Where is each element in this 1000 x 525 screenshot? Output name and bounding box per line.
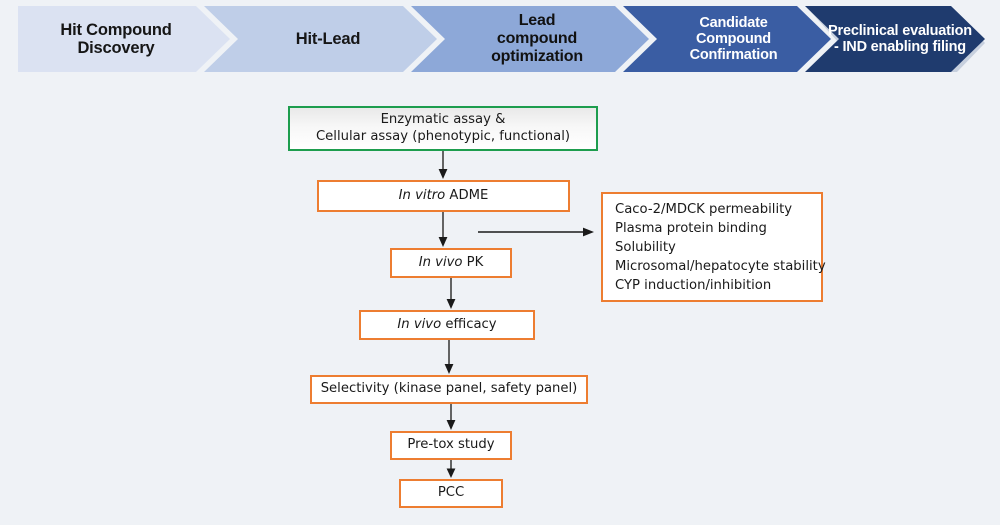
adme-assay-item: Plasma protein binding <box>615 220 767 236</box>
stage-line: optimization <box>491 47 583 65</box>
stage-candidate-compound-confirmation[interactable]: Candidate Compound Confirmation <box>651 6 816 72</box>
in-vivo-efficacy-italic: In vivo <box>397 316 442 332</box>
selectivity-text: Selectivity (kinase panel, safety panel) <box>320 381 578 397</box>
stage-preclinical-evaluation[interactable]: Preclinical evaluation - IND enabling fi… <box>815 6 985 72</box>
adme-assay-item: CYP induction/inhibition <box>615 277 772 293</box>
chevron-shape-hit-lead[interactable] <box>204 6 437 72</box>
pcc-text: PCC <box>437 485 465 501</box>
in-vitro-adme-text: In vitro ADME <box>399 188 489 205</box>
chevron-shape-preclinical-evaluation[interactable] <box>805 6 985 72</box>
stage-line: Discovery <box>77 39 155 57</box>
in-vitro-adme-italic: In vitro <box>398 187 446 203</box>
stage-label-hit-compound-discovery: Hit Compound Discovery <box>54 21 177 58</box>
stage-line: Preclinical evaluation <box>828 22 972 39</box>
chevron-shape-lead-compound-optimization[interactable] <box>411 6 649 72</box>
chevron-shape-candidate-compound-confirmation[interactable] <box>623 6 831 72</box>
stage-line: Compound <box>696 30 771 47</box>
in-vivo-pk-box[interactable]: In vivo PK <box>390 248 512 278</box>
stage-label-candidate-compound-confirmation: Candidate Compound Confirmation <box>684 15 784 64</box>
stage-label-lead-compound-optimization: Lead compound optimization <box>485 12 589 66</box>
arrow-efficacy-to-selectivity <box>442 340 456 375</box>
assay-line-1: Enzymatic assay & <box>380 111 506 127</box>
chevron-shape-hit-compound-discovery[interactable] <box>18 6 230 72</box>
in-vivo-pk-text: In vivo PK <box>419 255 484 272</box>
arrow-assay-to-in-vitro-adme <box>436 151 450 180</box>
stage-label-hit-lead: Hit-Lead <box>290 30 366 48</box>
stage-line: Confirmation <box>689 47 778 64</box>
stage-line: Lead <box>518 12 556 30</box>
stage-hit-lead[interactable]: Hit-Lead <box>233 6 423 72</box>
stage-band-shapes <box>18 6 985 72</box>
stage-hit-compound-discovery[interactable]: Hit Compound Discovery <box>18 6 214 72</box>
arrow-in-vitro-adme-to-panel <box>478 226 595 238</box>
adme-assay-list-panel[interactable]: Caco-2/MDCK permeability Plasma protein … <box>601 192 826 302</box>
stage-line: compound <box>496 30 578 48</box>
arrow-pretox-to-pcc <box>444 460 458 479</box>
pre-tox-study-box[interactable]: Pre-tox study <box>390 431 512 460</box>
assay-line-2: Cellular assay (phenotypic, functional) <box>315 128 571 144</box>
stage-line: - IND enabling filing <box>834 39 966 55</box>
selectivity-box[interactable]: Selectivity (kinase panel, safety panel) <box>310 375 588 404</box>
assay-box-text: Enzymatic assay & Cellular assay (phenot… <box>316 112 570 146</box>
in-vivo-pk-rest: PK <box>462 254 484 270</box>
stage-band: Hit Compound Discovery Hit-Lead Lead com… <box>18 6 985 72</box>
stage-lead-compound-optimization[interactable]: Lead compound optimization <box>442 6 632 72</box>
stage-label-preclinical-evaluation: Preclinical evaluation - IND enabling fi… <box>822 23 978 55</box>
adme-assay-item: Microsomal/hepatocyte stability <box>615 258 826 274</box>
adme-assay-list: Caco-2/MDCK permeability Plasma protein … <box>615 201 826 295</box>
in-vitro-adme-rest: ADME <box>445 187 489 203</box>
arrow-in-vitro-adme-to-in-vivo-pk <box>436 212 450 248</box>
in-vivo-efficacy-box[interactable]: In vivo efficacy <box>359 310 535 340</box>
assay-box[interactable]: Enzymatic assay & Cellular assay (phenot… <box>288 106 598 151</box>
in-vivo-pk-italic: In vivo <box>418 254 463 270</box>
stage-line: Hit-Lead <box>295 29 361 48</box>
in-vitro-adme-box[interactable]: In vitro ADME <box>317 180 570 212</box>
arrow-in-vivo-pk-to-efficacy <box>444 278 458 310</box>
adme-assay-item: Solubility <box>615 239 676 255</box>
pcc-box[interactable]: PCC <box>399 479 503 508</box>
arrow-selectivity-to-pretox <box>444 404 458 431</box>
stage-line: Hit Compound <box>60 20 172 39</box>
in-vivo-efficacy-text: In vivo efficacy <box>397 317 496 334</box>
pre-tox-study-text: Pre-tox study <box>407 437 495 453</box>
in-vivo-efficacy-rest: efficacy <box>441 316 497 332</box>
adme-assay-item: Caco-2/MDCK permeability <box>615 202 793 217</box>
stage-line: Candidate <box>699 14 768 31</box>
